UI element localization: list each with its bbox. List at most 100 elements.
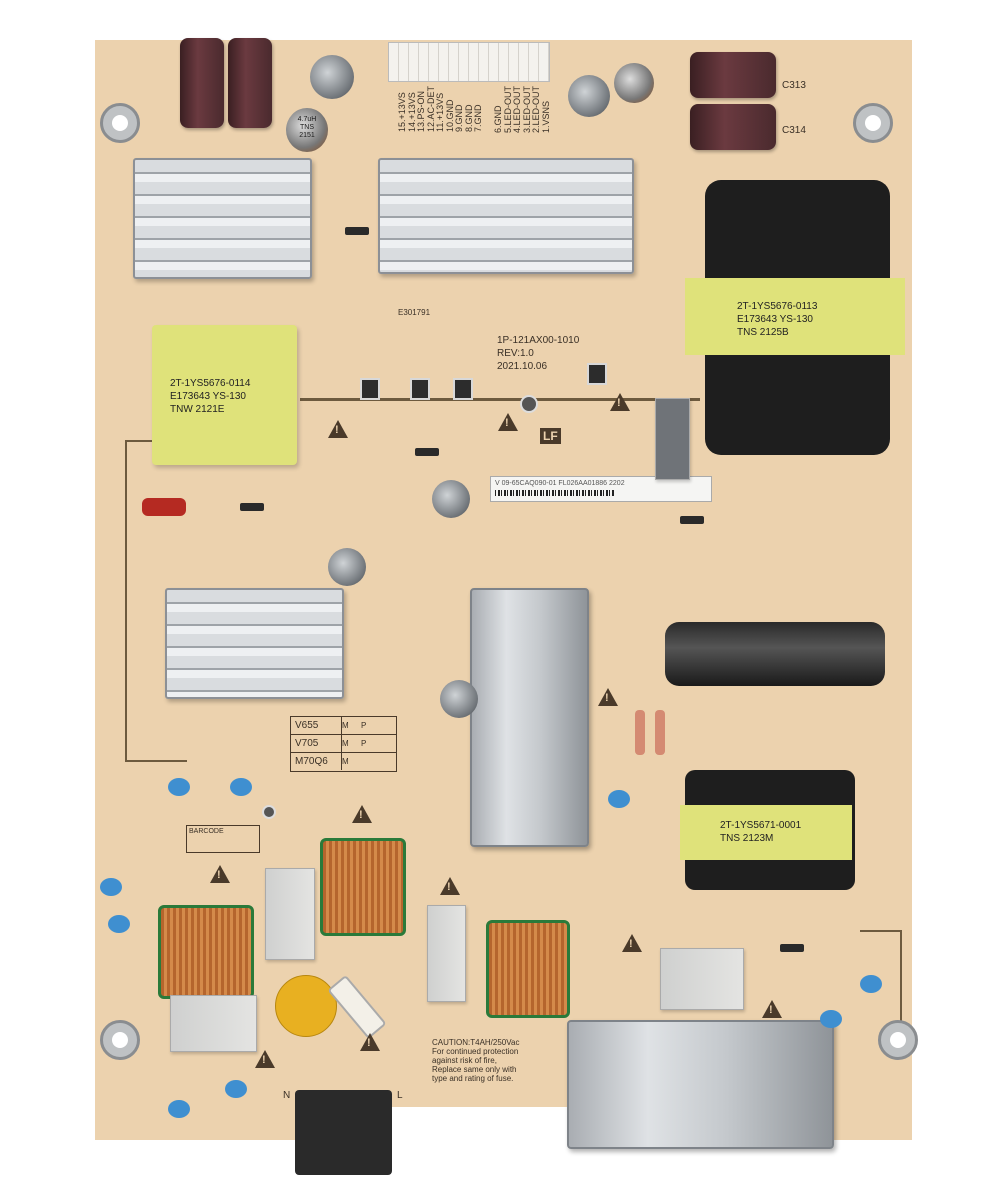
y-capacitor bbox=[108, 915, 130, 933]
warning-icon bbox=[255, 1050, 275, 1068]
date-code: 2021.10.06 bbox=[497, 361, 548, 372]
diode bbox=[415, 448, 439, 456]
mounting-hole bbox=[100, 103, 140, 143]
pin-label: 1.VSNS bbox=[540, 101, 551, 134]
y-capacitor bbox=[100, 878, 122, 896]
trace bbox=[860, 930, 902, 1032]
mounting-hole bbox=[878, 1020, 918, 1060]
label-line: TNS 2125B bbox=[737, 327, 789, 338]
code: P bbox=[361, 721, 367, 730]
warning-icon bbox=[210, 865, 230, 883]
resistor bbox=[655, 710, 665, 755]
bulk-capacitor bbox=[665, 622, 885, 686]
heatsink bbox=[378, 158, 634, 274]
label-line: 2T-1YS5676-0113 bbox=[737, 301, 818, 312]
warning-icon bbox=[360, 1033, 380, 1051]
trace bbox=[125, 700, 187, 762]
model: M70Q6 bbox=[295, 756, 328, 767]
cap-label: C313 bbox=[782, 80, 806, 91]
resistor bbox=[635, 710, 645, 755]
pin-label: 11.+13VS bbox=[435, 92, 445, 133]
serial-sticker: V 09-65CAQ090-01 FL026AA01886 2202 bbox=[490, 476, 712, 502]
heatsink bbox=[470, 588, 589, 847]
optocoupler bbox=[453, 378, 473, 400]
mounting-hole bbox=[853, 103, 893, 143]
pin-label: 15.+13VS bbox=[397, 92, 407, 133]
caution-body: For continued protection against risk of… bbox=[432, 1047, 519, 1083]
electrolytic-capacitor bbox=[228, 38, 272, 128]
electrolytic-capacitor bbox=[690, 52, 776, 98]
code: M bbox=[341, 717, 358, 734]
varistor bbox=[275, 975, 337, 1037]
via-hole bbox=[520, 395, 538, 413]
ul-mark: E301791 bbox=[398, 308, 431, 317]
diode bbox=[240, 503, 264, 511]
pin-label: 13.PS-ON bbox=[416, 91, 426, 133]
pin-label: 4.LED-OUT bbox=[512, 86, 522, 134]
pin-label: 12.AC-DET bbox=[425, 86, 436, 133]
electrolytic-capacitor bbox=[440, 680, 478, 718]
label-line: 2T-1YS5671-0001 bbox=[720, 820, 802, 831]
ac-input-connector bbox=[295, 1090, 392, 1175]
pin-label: 8.GND bbox=[463, 104, 474, 133]
diode bbox=[780, 944, 804, 952]
y-capacitor bbox=[860, 975, 882, 993]
pin-label: 6.GND bbox=[493, 105, 503, 134]
diode bbox=[680, 516, 704, 524]
heatsink bbox=[165, 588, 344, 699]
electrolytic-capacitor bbox=[180, 38, 224, 128]
warning-icon bbox=[762, 1000, 782, 1018]
warning-icon bbox=[598, 688, 618, 706]
via-hole bbox=[262, 805, 276, 819]
y-capacitor bbox=[168, 1100, 190, 1118]
fuse-rating: T4AH/250Vac bbox=[470, 1038, 520, 1047]
electrolytic-capacitor bbox=[310, 55, 354, 99]
electrolytic-capacitor bbox=[328, 548, 366, 586]
x-capacitor bbox=[655, 398, 690, 480]
pin-label: 7.GND bbox=[473, 104, 483, 133]
y-capacitor bbox=[225, 1080, 247, 1098]
code: M bbox=[341, 735, 358, 752]
pin-label: 5.LED-OUT bbox=[502, 86, 513, 134]
heatsink bbox=[133, 158, 312, 279]
output-connector bbox=[388, 42, 550, 82]
part-number: 1P-121AX00-1010 bbox=[497, 335, 580, 346]
y-capacitor bbox=[168, 778, 190, 796]
pin-label: 9.GND bbox=[454, 104, 464, 133]
x-capacitor bbox=[170, 995, 257, 1052]
x-capacitor bbox=[427, 905, 466, 1002]
y-capacitor bbox=[230, 778, 252, 796]
barcode-area: BARCODE bbox=[186, 825, 260, 853]
electrolytic-capacitor bbox=[568, 75, 610, 117]
code: P bbox=[361, 739, 367, 748]
warning-icon bbox=[352, 805, 372, 823]
lf-mark: LF bbox=[540, 428, 561, 444]
warning-icon bbox=[622, 934, 642, 952]
model: V705 bbox=[295, 738, 319, 749]
warning-icon bbox=[610, 393, 630, 411]
barcode bbox=[495, 490, 615, 496]
warning-icon bbox=[440, 877, 460, 895]
trace bbox=[300, 398, 700, 401]
sticker-text: V 09-65CAQ090-01 FL026AA01886 2202 bbox=[495, 480, 625, 487]
mounting-hole bbox=[100, 1020, 140, 1060]
common-mode-choke bbox=[486, 920, 570, 1018]
common-mode-choke bbox=[320, 838, 406, 936]
label-line: E173643 YS-130 bbox=[170, 391, 246, 402]
optocoupler bbox=[410, 378, 430, 400]
model: V655 bbox=[295, 720, 319, 731]
heatsink bbox=[567, 1020, 834, 1149]
warning-icon bbox=[328, 420, 348, 438]
neutral-label: N bbox=[283, 1090, 291, 1101]
optocoupler bbox=[587, 363, 607, 385]
inductor-label: 4.7uH TNS 2151 bbox=[297, 116, 317, 139]
